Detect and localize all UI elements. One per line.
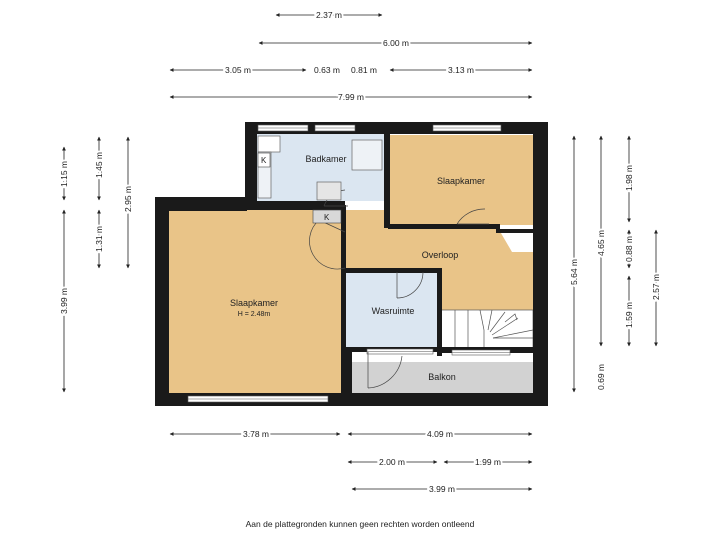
shower (351, 139, 383, 171)
dim-top-7-99: 7.99 m (338, 92, 364, 102)
room-labels: Badkamer Slaapkamer Overloop Slaapkamer … (230, 154, 485, 382)
stairs-area (441, 310, 533, 352)
dim-right-5-64: 5.64 m (569, 259, 579, 285)
dim-right-4-65: 4.65 m (596, 230, 606, 256)
room-wasruimte (345, 272, 441, 348)
dim-left-1-45: 1.45 m (94, 152, 104, 178)
dimension-labels-bottom: 3.78 m 4.09 m 2.00 m 1.99 m 3.99 m (241, 427, 503, 496)
room-overloop (345, 210, 533, 310)
label-balkon: Balkon (428, 372, 456, 382)
dim-right-2-57: 2.57 m (651, 274, 661, 300)
closets: K K (257, 152, 342, 224)
label-wasruimte: Wasruimte (372, 306, 415, 316)
closet-badkamer (257, 152, 271, 168)
dim-right-0-88: 0.88 m (624, 236, 634, 262)
dim-left-2-95: 2.95 m (123, 186, 133, 212)
label-slaapkamer-left: Slaapkamer (230, 298, 278, 308)
dim-top-6-00: 6.00 m (383, 38, 409, 48)
dim-bottom-4-09: 4.09 m (427, 429, 453, 439)
dim-left-3-99: 3.99 m (59, 288, 69, 314)
dim-bottom-3-99: 3.99 m (429, 484, 455, 494)
dim-bottom-2-00: 2.00 m (379, 457, 405, 467)
label-slaapkamer-right: Slaapkamer (437, 176, 485, 186)
dim-top-2-37: 2.37 m (316, 10, 342, 20)
dim-top-3-13: 3.13 m (448, 65, 474, 75)
dimension-lines (62, 13, 658, 491)
dim-top-0-81: 0.81 m (351, 65, 377, 75)
room-balkon (352, 362, 533, 393)
closet-label-2: K (324, 213, 330, 222)
dim-right-1-98: 1.98 m (624, 165, 634, 191)
dim-right-1-59: 1.59 m (624, 302, 634, 328)
windows (187, 124, 511, 403)
room-slaapkamer-left (168, 210, 341, 393)
label-badkamer: Badkamer (305, 154, 346, 164)
dimension-labels-top: 2.37 m 6.00 m 3.05 m 0.63 m 0.81 m 3.13 … (223, 8, 476, 104)
dim-bottom-3-78: 3.78 m (243, 429, 269, 439)
dim-bottom-1-99: 1.99 m (475, 457, 501, 467)
dim-right-0-69: 0.69 m (596, 364, 606, 390)
disclaimer-text: Aan de plattegronden kunnen geen rechten… (245, 519, 475, 529)
toilet (316, 181, 342, 201)
dim-top-0-63: 0.63 m (314, 65, 340, 75)
closet-overloop (312, 209, 342, 224)
dimension-labels-left: 1.15 m 1.45 m 2.95 m 1.31 m 3.99 m (57, 150, 135, 316)
dim-left-1-15: 1.15 m (59, 161, 69, 187)
stairs (440, 309, 534, 353)
label-overloop: Overloop (422, 250, 459, 260)
room-slaapkamer-right (389, 135, 533, 225)
closet-label-1: K (261, 156, 267, 165)
dim-left-1-31: 1.31 m (94, 226, 104, 252)
label-slaapkamer-height: H = 2.48m (238, 311, 271, 318)
dim-top-3-05: 3.05 m (225, 65, 251, 75)
dimension-labels-right: 5.64 m 4.65 m 1.98 m 0.88 m 1.59 m 2.57 … (567, 163, 663, 390)
